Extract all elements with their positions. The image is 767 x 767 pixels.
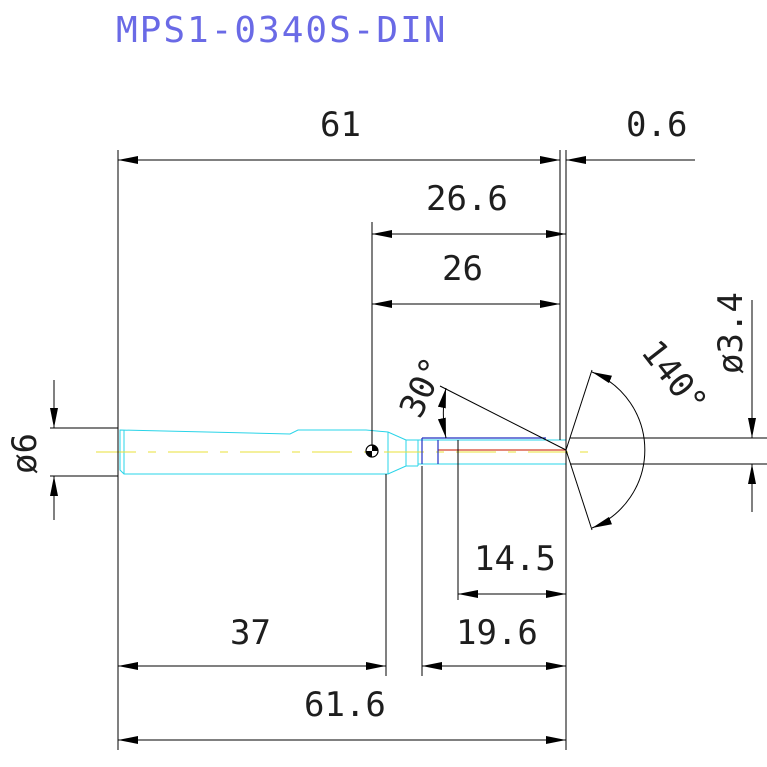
dim-neck-length: 19.6 bbox=[456, 613, 538, 653]
dim-shoulder-a: 26.6 bbox=[426, 179, 508, 219]
dim-point-angle: 140° bbox=[633, 333, 715, 422]
dim-tip-diameter: ø3.4 bbox=[711, 292, 751, 374]
drawing-title: MPS1-0340S-DIN bbox=[116, 10, 447, 51]
extension-lines bbox=[50, 150, 767, 750]
dim-shoulder-b: 26 bbox=[442, 249, 483, 289]
dim-overall-length: 61 bbox=[320, 105, 361, 145]
tool-outline bbox=[119, 429, 567, 475]
pivot-marker-icon bbox=[365, 444, 379, 458]
dim-shank-diameter: ø6 bbox=[5, 433, 45, 474]
dim-tip-offset: 0.6 bbox=[626, 105, 687, 145]
dim-body-length: 37 bbox=[230, 613, 271, 653]
dimension-lines bbox=[50, 156, 756, 744]
dim-angle-small: 30° bbox=[392, 351, 454, 424]
dim-flute-length: 14.5 bbox=[474, 539, 556, 579]
dim-total-length: 61.6 bbox=[304, 685, 386, 725]
